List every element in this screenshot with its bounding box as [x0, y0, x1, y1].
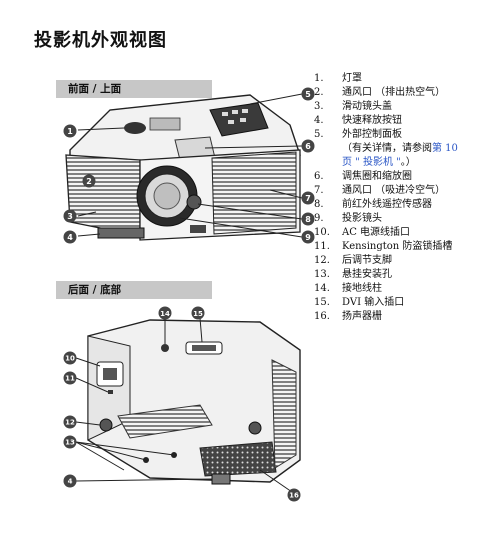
section-front-top: 前面 / 上面	[56, 80, 212, 98]
callout-12: 12	[63, 415, 77, 429]
svg-text:9: 9	[305, 233, 311, 242]
callout-13: 13	[63, 435, 77, 449]
legend-item: 2.通风口 （排出热空气）	[314, 87, 446, 98]
svg-text:5: 5	[305, 90, 311, 99]
svg-text:12: 12	[65, 419, 75, 427]
callout-16: 16	[287, 488, 301, 502]
callout-11: 11	[63, 371, 77, 385]
callout-4-rear: 4	[63, 474, 77, 488]
projector-rear-view	[87, 319, 301, 485]
legend-item: 10.AC 电源线插口	[314, 227, 411, 238]
page-title: 投影机外观视图	[34, 30, 167, 51]
svg-text:13: 13	[65, 439, 75, 447]
legend-item: 9.投影镜头	[314, 213, 382, 224]
callout-2: 2	[82, 174, 96, 188]
callout-15: 15	[191, 306, 205, 320]
legend-item: 12.后调节支脚	[314, 255, 392, 266]
callout-3: 3	[63, 209, 77, 223]
svg-text:14: 14	[160, 310, 170, 318]
legend-item: 7.通风口 （吸进冷空气）	[314, 185, 446, 196]
legend-item: 6.调焦圈和缩放圈	[314, 171, 412, 182]
legend-item: 5.外部控制面板	[314, 129, 402, 140]
svg-text:2: 2	[86, 177, 92, 186]
legend-item: 11.Kensington 防盗锁插槽	[314, 241, 453, 252]
legend-item: 4.快速释放按钮	[314, 115, 402, 126]
legend-item: 16.扬声器栅	[314, 311, 382, 322]
svg-text:15: 15	[193, 310, 203, 318]
svg-text:3: 3	[67, 212, 73, 221]
svg-text:8: 8	[305, 215, 311, 224]
legend-item: 1.灯罩	[314, 73, 362, 84]
callout-1: 1	[63, 124, 77, 138]
parts-legend: 1.灯罩 2.通风口 （排出热空气） 3.滑动镜头盖 4.快速释放按钮 5.外部…	[314, 72, 498, 324]
section-rear-bottom: 后面 / 底部	[56, 281, 212, 299]
legend-item: 14.接地线柱	[314, 283, 382, 294]
rear-leader-lines	[75, 317, 293, 493]
legend-item: 3.滑动镜头盖	[314, 101, 392, 112]
legend-item: 15.DVI 输入插口	[314, 297, 405, 308]
front-leader-lines	[77, 93, 303, 238]
projector-front-view	[65, 94, 301, 241]
page-link[interactable]: 第 10	[432, 143, 458, 154]
svg-text:1: 1	[67, 127, 73, 136]
legend-item: 13.悬挂安装孔	[314, 269, 392, 280]
callout-8: 8	[301, 212, 315, 226]
callout-4: 4	[63, 230, 77, 244]
callout-6: 6	[301, 139, 315, 153]
svg-text:11: 11	[65, 375, 75, 383]
callout-5: 5	[301, 87, 315, 101]
svg-text:7: 7	[305, 194, 311, 203]
svg-text:16: 16	[289, 492, 299, 500]
callout-7: 7	[301, 191, 315, 205]
svg-text:6: 6	[305, 142, 311, 151]
projector-link[interactable]: 页 " 投影机 "	[342, 157, 401, 168]
legend-item: 8.前红外线遥控传感器	[314, 199, 432, 210]
callout-9: 9	[301, 230, 315, 244]
callout-10: 10	[63, 351, 77, 365]
svg-text:10: 10	[65, 355, 75, 363]
callout-14: 14	[158, 306, 172, 320]
svg-text:4: 4	[68, 478, 73, 486]
svg-text:4: 4	[67, 233, 73, 242]
legend-note: （有关详情，请参阅第 10 页 " 投影机 "。）	[342, 143, 458, 168]
